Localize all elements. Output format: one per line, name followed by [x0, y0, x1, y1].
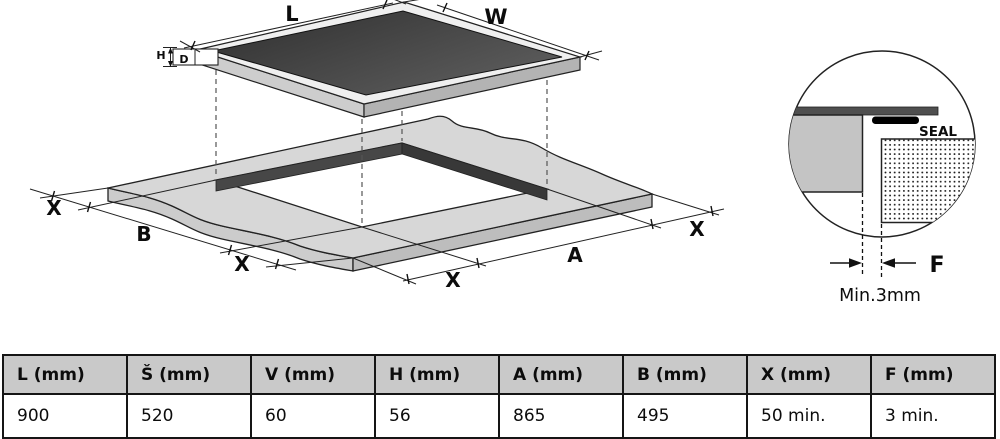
worktop-depth-label: B	[136, 222, 151, 246]
hob-height-label: H	[156, 49, 165, 62]
value-cell-A: 865	[498, 393, 624, 439]
detail-seal-bar	[872, 116, 919, 124]
header-cell-B: B (mm)	[622, 354, 748, 395]
dimension-table-value-row: 900 520 60 56 865 495 50 min. 3 min.	[2, 393, 996, 439]
clearance-front-right-label: X	[445, 268, 461, 292]
seal-label: SEAL	[919, 124, 957, 140]
value-cell-H: 56	[374, 393, 500, 439]
hob-depth-label: D	[179, 53, 188, 66]
projection-lines	[215, 70, 548, 225]
worktop-dimensions-left: X B X	[29, 179, 363, 276]
gap-label: F	[929, 253, 944, 278]
header-cell-V: V (mm)	[250, 354, 376, 395]
hob-installation-diagram: X B X X A X H D	[29, 0, 976, 306]
min-gap-note: Min.3mm	[839, 286, 921, 306]
min-gap-arrows	[830, 258, 916, 268]
hob-width-label: W	[484, 5, 507, 29]
hob-glass-surface	[212, 10, 563, 96]
seal-detail: SEAL F Min.3mm	[788, 50, 976, 306]
value-cell-F: 3 min.	[870, 393, 996, 439]
clearance-front-left-label: X	[234, 252, 250, 276]
header-cell-X: X (mm)	[746, 354, 872, 395]
cutout-length-label: A	[567, 243, 583, 267]
value-cell-V: 60	[250, 393, 376, 439]
cutout-wall-back-right	[401, 142, 548, 201]
dimension-table: L (mm) Š (mm) V (mm) H (mm) A (mm) B (mm…	[2, 354, 996, 439]
header-cell-H: H (mm)	[374, 354, 500, 395]
clearance-right-label: X	[689, 217, 705, 241]
value-cell-L: 900	[2, 393, 128, 439]
detail-glass-bar	[789, 106, 939, 116]
worktop-top-face	[107, 115, 654, 259]
header-cell-A: A (mm)	[498, 354, 624, 395]
clearance-left-label: X	[46, 196, 62, 220]
worktop-dimensions-right: X A X	[352, 188, 725, 292]
hob-dimensions: L W	[179, 0, 603, 61]
header-cell-F: F (mm)	[870, 354, 996, 395]
worktop-with-cutout	[107, 115, 654, 272]
header-cell-S: Š (mm)	[126, 354, 252, 395]
value-cell-X: 50 min.	[746, 393, 872, 439]
value-cell-B: 495	[622, 393, 748, 439]
value-cell-S: 520	[126, 393, 252, 439]
detail-worktop-block	[789, 114, 864, 193]
header-cell-L: L (mm)	[2, 354, 128, 395]
hob: H D	[156, 1, 583, 118]
hob-length-label: L	[285, 2, 298, 26]
dimension-table-header-row: L (mm) Š (mm) V (mm) H (mm) A (mm) B (mm…	[2, 354, 996, 395]
